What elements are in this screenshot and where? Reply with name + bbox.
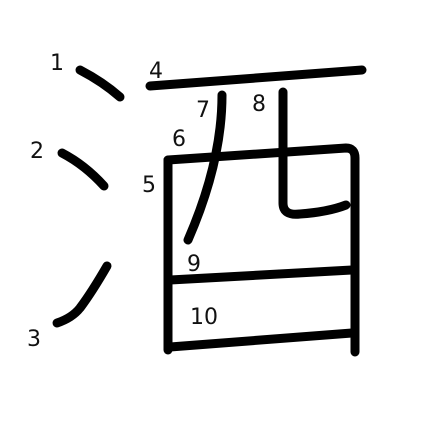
stroke-number-10: 10 xyxy=(190,305,218,330)
stroke-number-7: 7 xyxy=(196,98,210,123)
stroke-2 xyxy=(57,148,109,191)
stroke-10 xyxy=(165,328,357,352)
stroke-9 xyxy=(165,265,357,285)
stroke-number-4: 4 xyxy=(149,59,163,84)
stroke-number-2: 2 xyxy=(30,139,44,164)
stroke-number-8: 8 xyxy=(252,92,266,117)
stroke-4 xyxy=(145,65,367,91)
stroke-7 xyxy=(183,90,227,245)
stroke-number-3: 3 xyxy=(27,327,41,352)
stroke-number-9: 9 xyxy=(187,252,201,277)
stroke-1 xyxy=(75,65,125,102)
stroke-number-6: 6 xyxy=(172,127,186,152)
stroke-number-1: 1 xyxy=(50,51,64,76)
stroke-number-5: 5 xyxy=(142,173,156,198)
stroke-8 xyxy=(278,87,351,219)
stroke-6 xyxy=(163,143,360,357)
stroke-3 xyxy=(52,261,112,328)
